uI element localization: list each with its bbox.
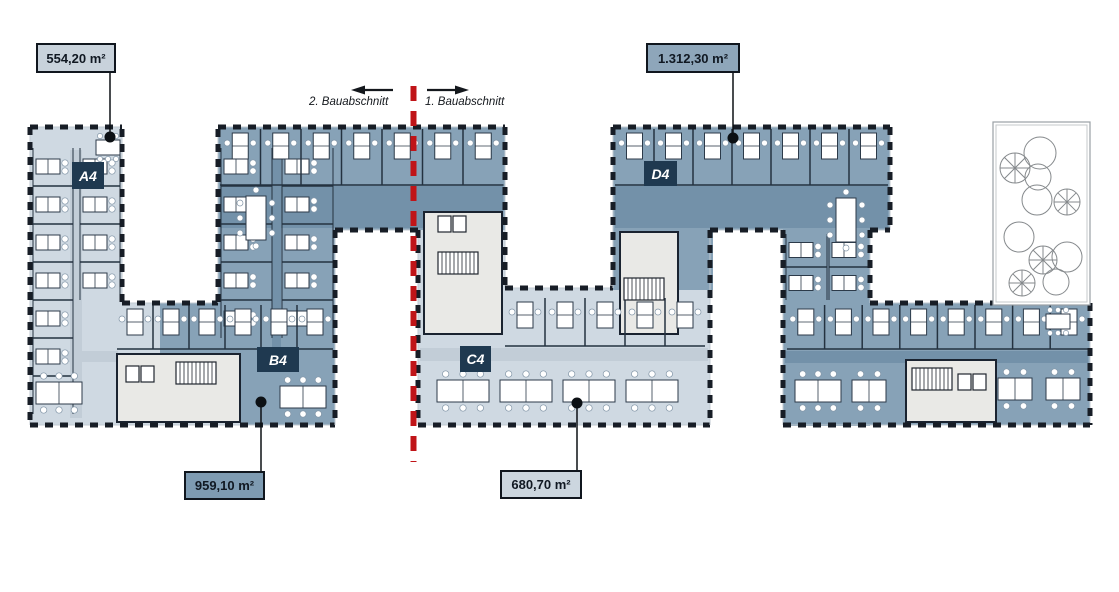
phase-label-left: 2. Bauabschnitt [309,96,389,108]
section-label-b4: B4 [257,347,299,372]
area-callout-d4: 1.312,30 m² [646,43,740,73]
phase-label-right: 1. Bauabschnitt [425,96,505,108]
garden-border-inner [995,124,1088,303]
anchor-dot-c4 [571,397,583,409]
anchor-dot-b4 [255,396,267,408]
anchor-dot-d4 [727,132,739,144]
tree-area [992,121,1091,306]
section-label-c4: C4 [460,346,491,372]
section-label-d4: D4 [644,161,677,186]
phase-arrows [351,85,469,95]
area-callout-b4: 959,10 m² [184,471,265,500]
anchor-dot-a4 [104,131,116,143]
arrow-right-head [455,85,469,95]
furniture-layer [32,129,1088,418]
garden-border [992,121,1091,306]
callout-leaders [104,70,739,471]
area-callout-c4: 680,70 m² [500,470,582,499]
section-label-a4: A4 [72,162,104,189]
arrow-left-head [351,85,365,95]
area-callout-a4: 554,20 m² [36,43,116,73]
